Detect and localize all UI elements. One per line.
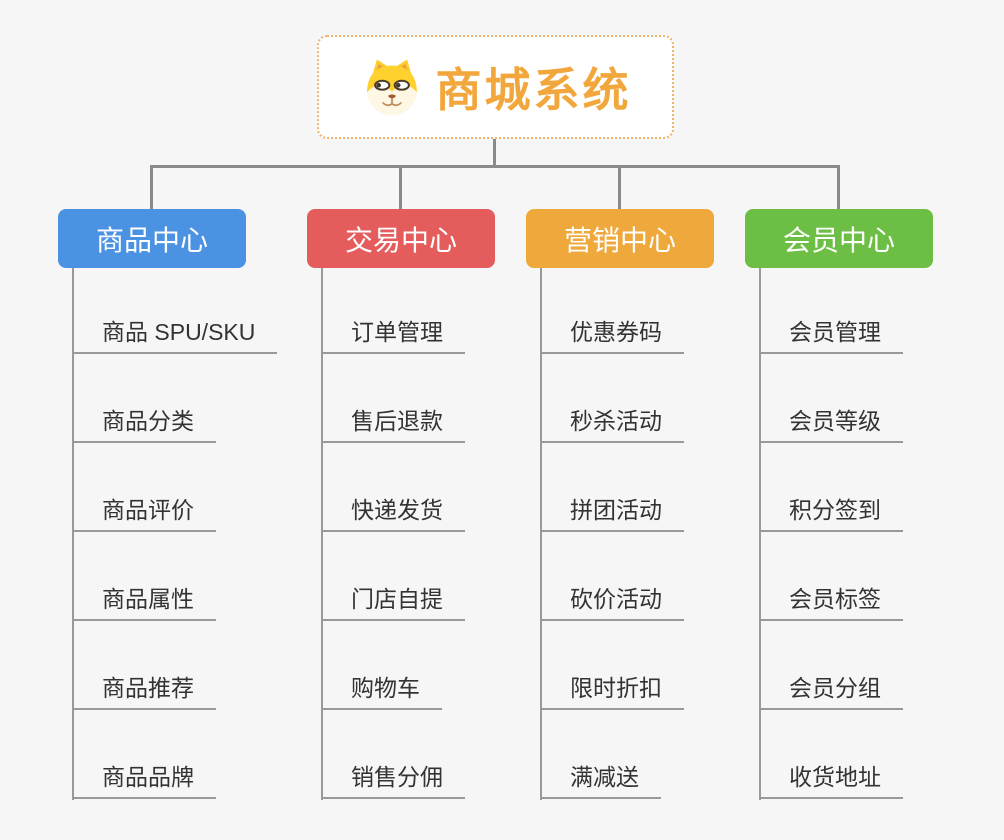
sub-topic-node[interactable]: 砍价活动: [540, 577, 684, 621]
sub-topic-node[interactable]: 优惠券码: [540, 310, 684, 354]
branch-trunk-line: [321, 268, 323, 800]
sub-topic-node[interactable]: 会员分组: [759, 666, 903, 710]
sub-topic-node[interactable]: 满减送: [540, 755, 661, 799]
sub-topic-node[interactable]: 售后退款: [321, 399, 465, 443]
branch-trunk-line: [72, 268, 74, 800]
branch-node-member-center[interactable]: 会员中心: [745, 209, 933, 268]
sub-topic-node[interactable]: 商品分类: [72, 399, 216, 443]
root-topic-title: 商城系统: [435, 64, 632, 116]
branch-node-trade-center[interactable]: 交易中心: [307, 209, 495, 268]
sub-topic-node[interactable]: 会员标签: [759, 577, 903, 621]
sub-topic-node[interactable]: 会员等级: [759, 399, 903, 443]
sub-topic-node[interactable]: 门店自提: [321, 577, 465, 621]
sub-topic-node[interactable]: 购物车: [321, 666, 442, 710]
sub-topic-node[interactable]: 商品评价: [72, 488, 216, 532]
dog-face-icon: [360, 55, 424, 119]
connector-stub-marketing: [618, 165, 621, 210]
connector-stub-product: [150, 165, 153, 210]
branch-trunk-line: [540, 268, 542, 800]
sub-topic-node[interactable]: 销售分佣: [321, 755, 465, 799]
root-topic-node[interactable]: 商城系统: [317, 35, 674, 139]
connector-bus-line: [150, 165, 840, 168]
sub-topic-node[interactable]: 秒杀活动: [540, 399, 684, 443]
sub-topic-node[interactable]: 积分签到: [759, 488, 903, 532]
connector-stub-member: [837, 165, 840, 210]
sub-topic-node[interactable]: 商品推荐: [72, 666, 216, 710]
sub-topic-node[interactable]: 限时折扣: [540, 666, 684, 710]
connector-stub-trade: [399, 165, 402, 210]
sub-topic-node[interactable]: 拼团活动: [540, 488, 684, 532]
connector-root-stub: [493, 139, 496, 166]
branch-node-marketing-center[interactable]: 营销中心: [526, 209, 714, 268]
sub-topic-node[interactable]: 商品 SPU/SKU: [72, 310, 278, 354]
sub-topic-node[interactable]: 会员管理: [759, 310, 903, 354]
sub-topic-node[interactable]: 收货地址: [759, 755, 903, 799]
branch-trunk-line: [759, 268, 761, 800]
sub-topic-node[interactable]: 订单管理: [321, 310, 465, 354]
branch-node-product-center[interactable]: 商品中心: [58, 209, 246, 268]
sub-topic-node[interactable]: 商品属性: [72, 577, 216, 621]
sub-topic-node[interactable]: 快递发货: [321, 488, 465, 532]
sub-topic-node[interactable]: 商品品牌: [72, 755, 216, 799]
